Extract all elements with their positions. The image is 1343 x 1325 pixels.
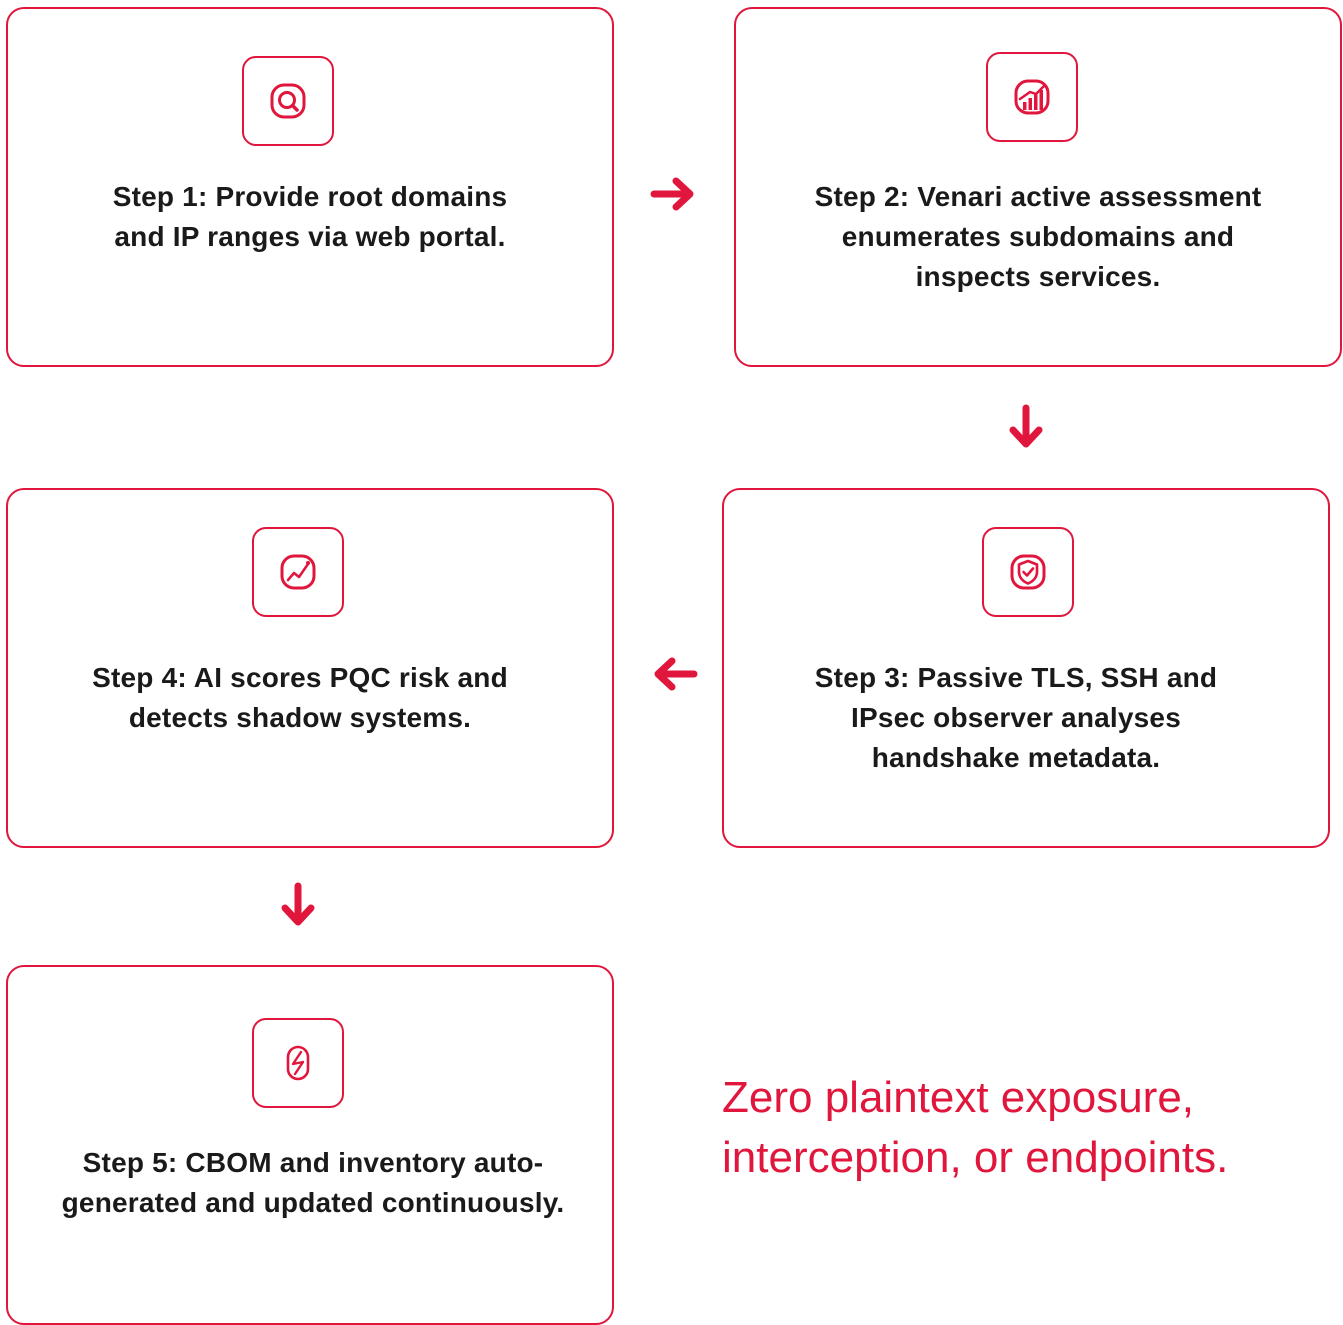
step-4-card: Step 4: AI scores PQC risk and detects s…: [6, 488, 614, 848]
step-5-icon-box: [252, 1018, 344, 1108]
step-1-icon-box: [242, 56, 334, 146]
step-2-card: Step 2: Venari active assessment enumera…: [734, 7, 1342, 367]
arrow-down-icon: [1009, 404, 1043, 448]
step-4-label: Step 4: AI scores PQC risk and detects s…: [92, 662, 508, 733]
step-1-card: Step 1: Provide root domains and IP rang…: [6, 7, 614, 367]
arrow-down-icon: [281, 882, 315, 926]
lightning-icon: [286, 1045, 310, 1081]
step-2-icon-box: [986, 52, 1078, 142]
trend-line-icon: [280, 554, 316, 590]
search-icon: [270, 83, 306, 119]
shield-check-icon: [1010, 554, 1046, 590]
step-2-label: Step 2: Venari active assessment enumera…: [814, 181, 1262, 292]
arrow-left-icon: [654, 657, 698, 691]
step-3-icon-box: [982, 527, 1074, 617]
tagline: Zero plaintext exposure, interception, o…: [722, 1073, 1229, 1182]
bar-chart-icon: [1014, 79, 1050, 115]
step-4-icon-box: [252, 527, 344, 617]
step-3-card: Step 3: Passive TLS, SSH and IPsec obser…: [722, 488, 1330, 848]
step-5-label: Step 5: CBOM and inventory auto-generate…: [61, 1147, 565, 1218]
step-5-card: Step 5: CBOM and inventory auto-generate…: [6, 965, 614, 1325]
step-1-label: Step 1: Provide root domains and IP rang…: [112, 181, 508, 252]
step-3-label: Step 3: Passive TLS, SSH and IPsec obser…: [814, 662, 1218, 773]
arrow-right-icon: [650, 177, 694, 211]
